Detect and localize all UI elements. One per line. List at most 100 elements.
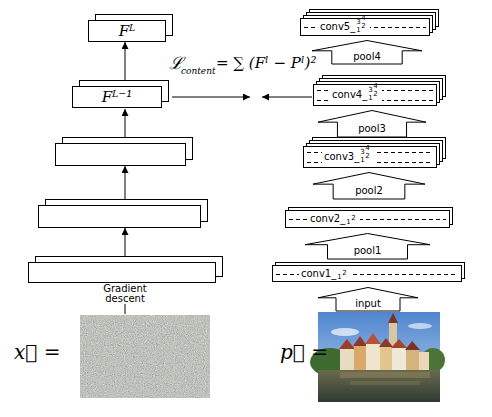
conv-layer: conv5_1234 <box>300 18 430 36</box>
feature-map <box>29 263 216 283</box>
flow-arrow <box>125 109 126 137</box>
label-holder: conv4_1234 <box>313 84 437 106</box>
layer-name: conv3_ <box>324 152 359 162</box>
photo-roof <box>391 339 407 348</box>
label-group: conv1_12 <box>299 268 351 280</box>
block-arrow-outline <box>318 111 426 138</box>
label-holder: pool2 <box>313 182 425 199</box>
layer-name: conv5_ <box>320 22 355 32</box>
feature-map <box>39 206 201 228</box>
photo-house <box>354 345 366 370</box>
label-group: conv2_12 <box>308 213 360 225</box>
photo-reflection <box>350 381 420 385</box>
feature-map <box>56 144 186 166</box>
flow-arrow <box>125 166 126 199</box>
index-stack: 12 <box>336 268 349 280</box>
vector-label: x⃗ = <box>14 342 60 362</box>
layer-index: 3 <box>368 87 372 94</box>
pool-arrow: pool3 <box>318 110 426 137</box>
photo-house <box>392 347 406 370</box>
block-arrow-outline <box>313 173 425 200</box>
label-group: conv5_1234 <box>318 21 370 33</box>
photo-house <box>380 346 392 370</box>
layer-name: pool1 <box>354 246 382 256</box>
photo-house <box>366 343 380 370</box>
block-arrow-outline <box>312 41 422 65</box>
layer-index: 2 <box>361 23 365 30</box>
feature-label: Fᴸ <box>119 24 136 39</box>
photo-cloud <box>408 323 432 329</box>
photo-cloud <box>331 328 359 336</box>
photo-roof <box>388 313 398 323</box>
feature-map: Fᴸ⁻¹ <box>72 86 162 108</box>
loss-subscript: content <box>181 67 216 76</box>
loss-formula: = ∑ (Fˡ − Pˡ)² <box>216 56 316 71</box>
input-arrow: input <box>318 287 418 311</box>
layer-outline <box>273 266 462 282</box>
pool-arrow: pool1 <box>305 233 430 259</box>
layer-name: input <box>355 299 381 309</box>
photo-reflection <box>340 372 430 378</box>
layer-index: 3 <box>360 149 364 156</box>
layer-name: pool3 <box>358 124 386 134</box>
layer-index: 1 <box>368 95 372 102</box>
layer-index: 2 <box>373 91 377 98</box>
photo-roof <box>339 339 355 349</box>
feature-map <box>29 138 223 283</box>
loss-arrow <box>262 97 312 98</box>
label-holder: pool3 <box>318 120 426 137</box>
loss-symbol: ℒ <box>169 55 183 72</box>
vector-label: p⃗ = <box>280 342 328 362</box>
label-holder: conv5_1234 <box>300 18 430 36</box>
photo-house <box>419 352 429 370</box>
flow-arrow <box>125 228 126 256</box>
block-arrow-outline <box>305 234 430 260</box>
label-holder: Fᴸ⁻¹ <box>72 86 162 108</box>
layer-index: 4 <box>373 83 377 90</box>
conv-layer: conv4_1234 <box>313 84 437 106</box>
layer-name: conv4_ <box>332 90 367 100</box>
layer-name: pool4 <box>353 52 381 62</box>
loss-arrow <box>172 97 250 98</box>
flow-arrow <box>125 42 126 86</box>
index-stack: 1234 <box>359 151 372 163</box>
photo-house <box>406 349 419 370</box>
photo-house <box>340 348 354 370</box>
layer-index: 2 <box>365 153 369 160</box>
layer-name: conv1_ <box>301 269 336 279</box>
label-holder: pool4 <box>312 49 422 64</box>
layer-name: conv2_ <box>310 214 345 224</box>
label-group: conv3_1234 <box>322 151 374 163</box>
pool-arrow: pool4 <box>312 40 422 64</box>
conv-layer: conv3_1234 <box>303 146 437 168</box>
layer-outline <box>89 21 166 42</box>
feature-label: Fᴸ⁻¹ <box>102 90 133 105</box>
label-holder: conv1_12 <box>272 265 462 282</box>
layer-index: 3 <box>356 19 360 26</box>
label-holder: pool1 <box>305 243 430 259</box>
photo-roof <box>365 333 381 344</box>
photo-roof <box>353 336 367 346</box>
label-holder: input <box>318 296 418 311</box>
index-stack: 1234 <box>367 89 380 101</box>
index-stack: 1234 <box>355 21 368 33</box>
layer-index: 4 <box>365 145 369 152</box>
photo-illustration <box>310 312 445 402</box>
label-holder: conv2_12 <box>285 210 450 228</box>
conv-layer: conv1_12 <box>272 265 462 282</box>
photo-water <box>318 370 440 402</box>
layer-outline <box>73 87 162 108</box>
photo-roof <box>379 338 393 347</box>
label-group: conv4_1234 <box>330 89 382 101</box>
layer-outline <box>286 211 450 228</box>
photo-roof <box>405 341 420 350</box>
block-arrow-outline <box>318 288 418 312</box>
layer-outline <box>304 147 437 168</box>
pool-arrow: pool2 <box>313 172 425 199</box>
noise-image <box>80 315 210 398</box>
layer-index: 2 <box>351 215 355 222</box>
layer-name: pool2 <box>355 186 383 196</box>
label-holder: conv3_1234 <box>303 146 437 168</box>
